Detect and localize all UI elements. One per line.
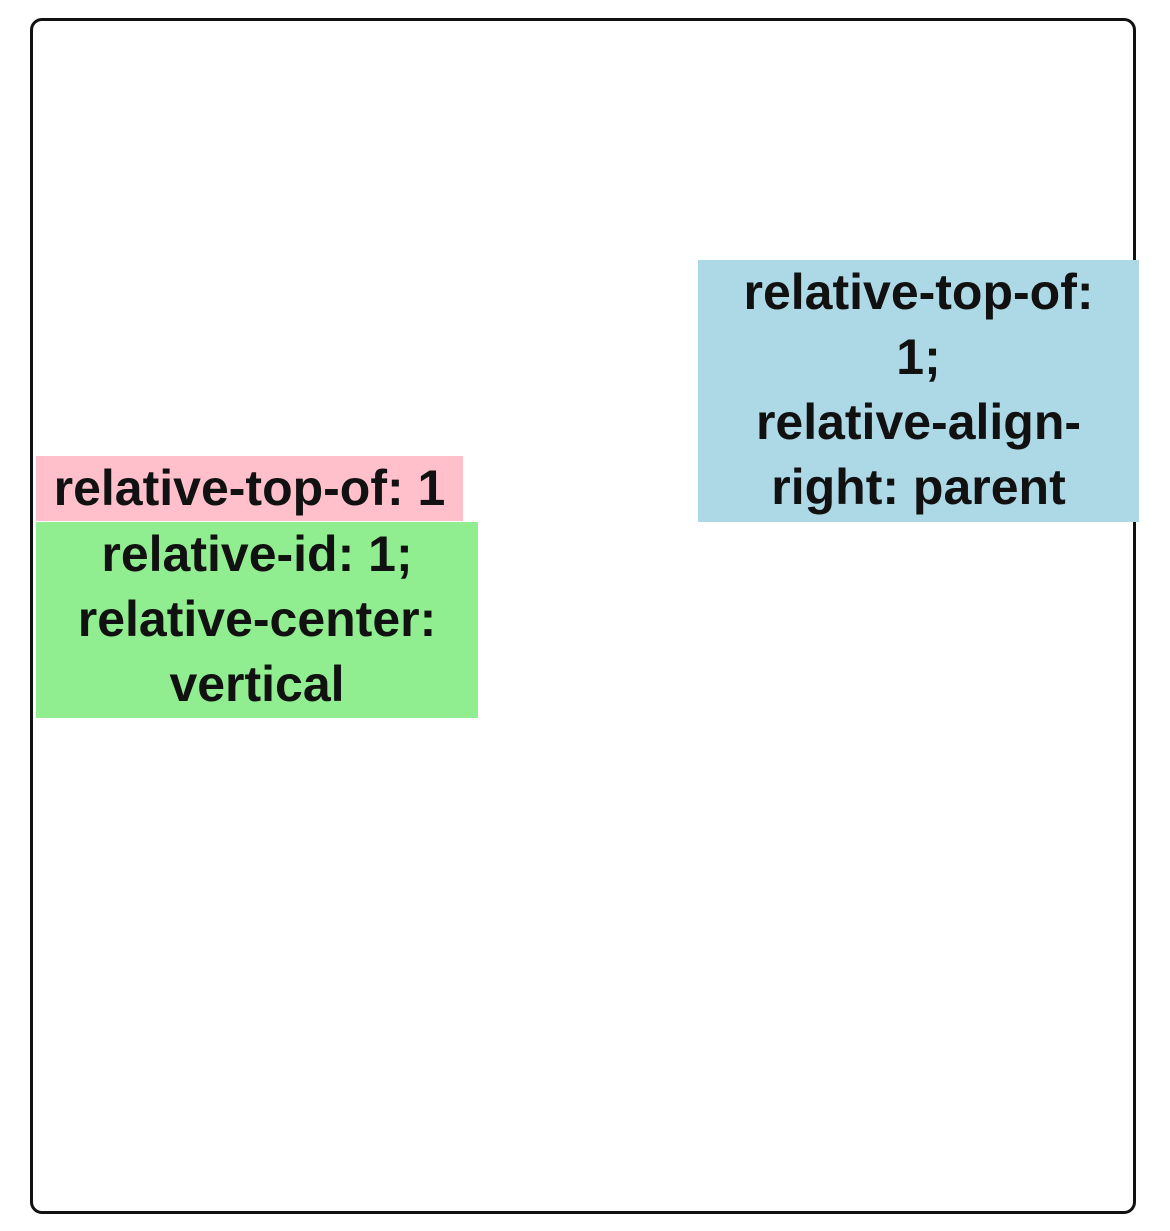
pink-box: relative-top-of: 1 [36,456,463,521]
blue-box-text-line-3: relative-align- [755,394,1082,450]
green-box-text-line-2: relative-center: [77,591,437,647]
blue-box-text-line-4: right: parent [771,459,1066,515]
pink-box-text: relative-top-of: 1 [53,460,446,516]
blue-box: relative-top-of: 1; relative-align- righ… [698,260,1139,522]
green-box-text-line-1: relative-id: 1; [101,526,413,582]
container-frame: relative-top-of: 1 relative-id: 1; relat… [30,18,1139,1214]
green-box-text-line-3: vertical [169,656,345,712]
blue-box-text-line-2: 1; [896,329,941,385]
blue-box-text-line-1: relative-top-of: [743,264,1094,320]
green-box: relative-id: 1; relative-center: vertica… [36,522,478,718]
